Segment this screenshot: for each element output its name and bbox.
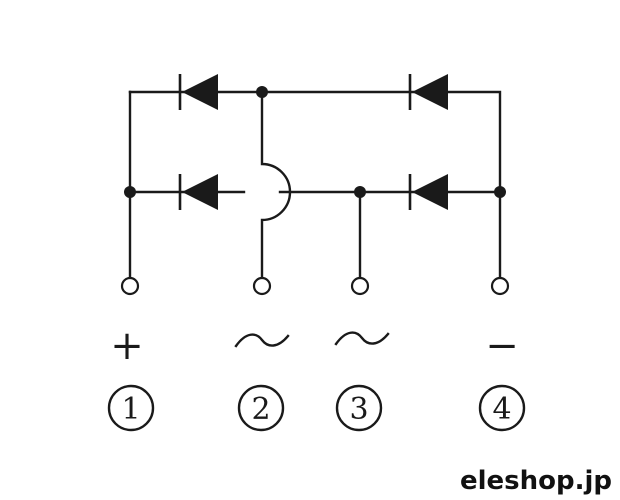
terminal-1-number: 1 — [107, 384, 155, 432]
junction-dot — [256, 86, 268, 98]
junction-dot — [494, 186, 506, 198]
diode-bottom-left — [178, 174, 218, 210]
terminal-3-symbol — [334, 331, 390, 346]
svg-text:4: 4 — [492, 392, 511, 427]
terminal-2-number: 2 — [237, 384, 285, 432]
svg-text:3: 3 — [349, 392, 368, 427]
diode-top-left — [178, 74, 218, 110]
diode-bottom-right — [408, 174, 448, 210]
svg-text:1: 1 — [121, 392, 140, 427]
terminal-2-symbol — [234, 333, 290, 348]
terminal-3-pin — [350, 276, 370, 296]
crossover-hop — [260, 90, 292, 288]
terminal-2-pin — [252, 276, 272, 296]
junction-dot — [124, 186, 136, 198]
site-watermark: eleshop.jp — [459, 466, 612, 496]
diode-top-right — [408, 74, 448, 110]
terminal-3-number: 3 — [335, 384, 383, 432]
top-right-wire — [260, 90, 502, 194]
terminal-4-number: 4 — [478, 384, 526, 432]
terminal-4-symbol: − — [485, 323, 519, 369]
terminal-1-symbol: + — [110, 323, 144, 369]
terminal-1-pin — [120, 276, 140, 296]
svg-text:2: 2 — [251, 392, 270, 427]
terminal-4-pin — [490, 276, 510, 296]
junction-dot — [354, 186, 366, 198]
